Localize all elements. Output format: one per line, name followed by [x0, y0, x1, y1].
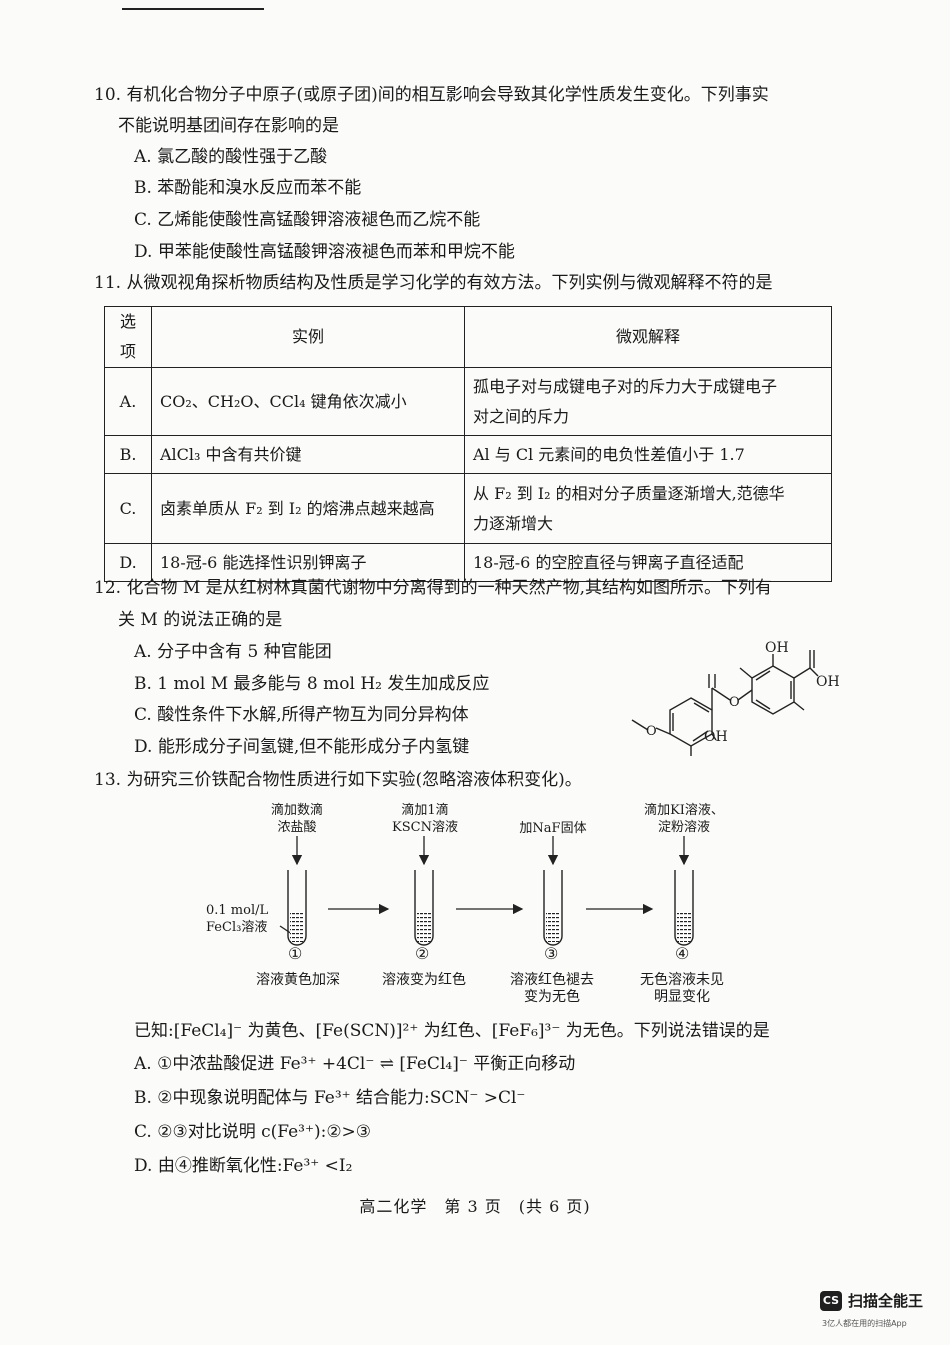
tube-number-1: ①: [288, 944, 303, 963]
q11-header-explain: 微观解释: [464, 306, 832, 368]
oh-right-label: OH: [816, 674, 840, 690]
q12-option-b: B. 1 mol M 最多能与 8 mol H₂ 发生加成反应: [134, 674, 490, 694]
top-rule: [122, 8, 264, 10]
q13-known: 已知:[FeCl₄]⁻ 为黄色、[Fe(SCN)]²⁺ 为红色、[FeF₆]³⁻…: [134, 1021, 770, 1041]
reagent-2-line2: KSCN溶液: [392, 820, 458, 835]
reagent-1-label: 滴加数滴浓盐酸: [258, 802, 336, 836]
reagent-2-line1: 滴加1滴: [401, 803, 449, 818]
q11-stem: 11. 从微观视角探析物质结构及性质是学习化学的有效方法。下列实例与微观解释不符…: [94, 273, 773, 293]
q13-stem: 13. 为研究三价铁配合物性质进行如下实验(忽略溶液体积变化)。: [94, 770, 582, 790]
observation-1: 溶液黄色加深: [246, 972, 350, 989]
test-tube-4: [674, 870, 694, 946]
q11-row-d: D. 18-冠-6 能选择性识别钾离子 18-冠-6 的空腔直径与钾离子直径适配: [104, 543, 832, 582]
reagent-4-line1: 滴加KI溶液、: [644, 803, 724, 818]
q13-experiment-diagram: [279, 836, 694, 946]
test-tube-1: [287, 870, 307, 946]
ester-oxygen-label: O: [729, 695, 740, 710]
q12-structure-diagram: O O OH OH OH: [631, 640, 840, 756]
q11-explain-line2: 对之间的斥力: [473, 406, 570, 426]
oh-bottom-label: OH: [704, 729, 728, 745]
page-footer: 高二化学 第 3 页 (共 6 页): [359, 1197, 591, 1216]
scanner-app-name: 扫描全能王: [848, 1292, 924, 1310]
q10-option-a: A. 氯乙酸的酸性强于乙酸: [134, 147, 328, 167]
observation-3-line1: 溶液红色褪去: [510, 972, 594, 988]
test-tube-2: [414, 870, 434, 946]
q11-row-option: D.: [104, 543, 152, 582]
q12-stem-line1: 12. 化合物 M 是从红树林真菌代谢物中分离得到的一种天然产物,其结构如图所示…: [94, 578, 773, 598]
reagent-4-line2: 淀粉溶液: [657, 820, 710, 835]
q13-option-b: B. ②中现象说明配体与 Fe³⁺ 结合能力:SCN⁻ >Cl⁻: [134, 1088, 526, 1108]
start-solution-label: 0.1 mol/L FeCl₃溶液: [206, 902, 268, 936]
q10-stem-line1: 10. 有机化合物分子中原子(或原子团)间的相互影响会导致其化学性质发生变化。下…: [94, 85, 769, 105]
tube-number-3: ③: [544, 944, 559, 963]
q11-explain-line2: 力逐渐增大: [473, 513, 554, 533]
q11-row-example: 18-冠-6 能选择性识别钾离子: [151, 543, 465, 582]
q10-option-d: D. 甲苯能使酸性高锰酸钾溶液褪色而苯和甲烷不能: [134, 242, 515, 262]
q11-header-option: 选项: [104, 306, 152, 368]
observation-2: 溶液变为红色: [372, 972, 476, 989]
q11-explain-line1: 孤电子对与成键电子对的斥力大于成键电子: [473, 376, 778, 396]
q11-row-example: CO₂、CH₂O、CCl₄ 键角依次减小: [151, 367, 465, 436]
q11-header-row: 选项 实例 微观解释: [104, 306, 832, 368]
reagent-4-label: 滴加KI溶液、淀粉溶液: [632, 802, 736, 836]
q11-row-explain: Al 与 Cl 元素间的电负性差值小于 1.7: [464, 435, 832, 474]
q11-row-explain: 18-冠-6 的空腔直径与钾离子直径适配: [464, 543, 832, 582]
q10-option-c: C. 乙烯能使酸性高锰酸钾溶液褪色而乙烷不能: [134, 210, 481, 230]
q11-explain-line1: 从 F₂ 到 I₂ 的相对分子质量逐渐增大,范德华: [473, 483, 785, 503]
q12-option-d: D. 能形成分子间氢键,但不能形成分子内氢键: [134, 737, 470, 757]
q11-header-example: 实例: [151, 306, 465, 368]
q11-row-option: B.: [104, 435, 152, 474]
reagent-1-line2: 浓盐酸: [277, 820, 317, 835]
q11-row-b: B. AlCl₃ 中含有共价键 Al 与 Cl 元素间的电负性差值小于 1.7: [104, 435, 832, 474]
q11-row-a: A. CO₂、CH₂O、CCl₄ 键角依次减小 孤电子对与成键电子对的斥力大于成…: [104, 367, 832, 436]
q11-row-example: AlCl₃ 中含有共价键: [151, 435, 465, 474]
q11-row-option: C.: [104, 473, 152, 544]
scanner-logo-icon: CS: [820, 1291, 842, 1311]
q11-row-option: A.: [104, 367, 152, 436]
q13-option-c: C. ②③对比说明 c(Fe³⁺):②>③: [134, 1122, 372, 1142]
methoxy-oxygen-label: O: [646, 724, 657, 739]
start-solution-conc: 0.1 mol/L: [206, 903, 269, 918]
tube-number-4: ④: [675, 944, 690, 963]
q10-stem-line2: 不能说明基团间存在影响的是: [118, 116, 339, 136]
q11-row-example: 卤素单质从 F₂ 到 I₂ 的熔沸点越来越高: [151, 473, 465, 544]
q11-row-explain: 孤电子对与成键电子对的斥力大于成键电子对之间的斥力: [464, 367, 832, 436]
observation-4: 无色溶液未见明显变化: [630, 972, 734, 1006]
q13-option-a: A. ①中浓盐酸促进 Fe³⁺ +4Cl⁻ ⇌ [FeCl₄]⁻ 平衡正向移动: [134, 1054, 576, 1074]
q11-row-c: C. 卤素单质从 F₂ 到 I₂ 的熔沸点越来越高 从 F₂ 到 I₂ 的相对分…: [104, 473, 832, 544]
observation-3-line2: 变为无色: [524, 989, 580, 1005]
reagent-2-label: 滴加1滴 KSCN溶液: [384, 802, 466, 836]
q12-stem-line2: 关 M 的说法正确的是: [118, 610, 283, 630]
q11-row-explain: 从 F₂ 到 I₂ 的相对分子质量逐渐增大,范德华力逐渐增大: [464, 473, 832, 544]
observation-3: 溶液红色褪去变为无色: [500, 972, 604, 1006]
q13-option-d: D. 由④推断氧化性:Fe³⁺ <I₂: [134, 1156, 353, 1176]
observation-2-line1: 溶液变为红色: [382, 972, 466, 988]
q12-option-c: C. 酸性条件下水解,所得产物互为同分异构体: [134, 705, 469, 725]
q11-table: 选项 实例 微观解释 A. CO₂、CH₂O、CCl₄ 键角依次减小 孤电子对与…: [104, 306, 832, 582]
scanner-tagline: 3亿人都在用的扫描App: [822, 1319, 907, 1328]
tube-number-2: ②: [415, 944, 430, 963]
observation-1-line1: 溶液黄色加深: [256, 972, 340, 988]
observation-4-line1: 无色溶液未见: [640, 972, 724, 988]
q12-option-a: A. 分子中含有 5 种官能团: [134, 642, 332, 662]
molecule-bonds: [631, 650, 819, 756]
reagent-3-label: 加NaF固体: [510, 820, 596, 837]
oh-top-label: OH: [765, 640, 789, 656]
start-solution-name: FeCl₃溶液: [206, 920, 268, 935]
reagent-3-line1: 加NaF固体: [519, 821, 587, 836]
reagent-1-line1: 滴加数滴: [270, 803, 323, 818]
test-tube-3: [543, 870, 563, 946]
q10-option-b: B. 苯酚能和溴水反应而苯不能: [134, 178, 362, 198]
observation-4-line2: 明显变化: [654, 989, 710, 1005]
